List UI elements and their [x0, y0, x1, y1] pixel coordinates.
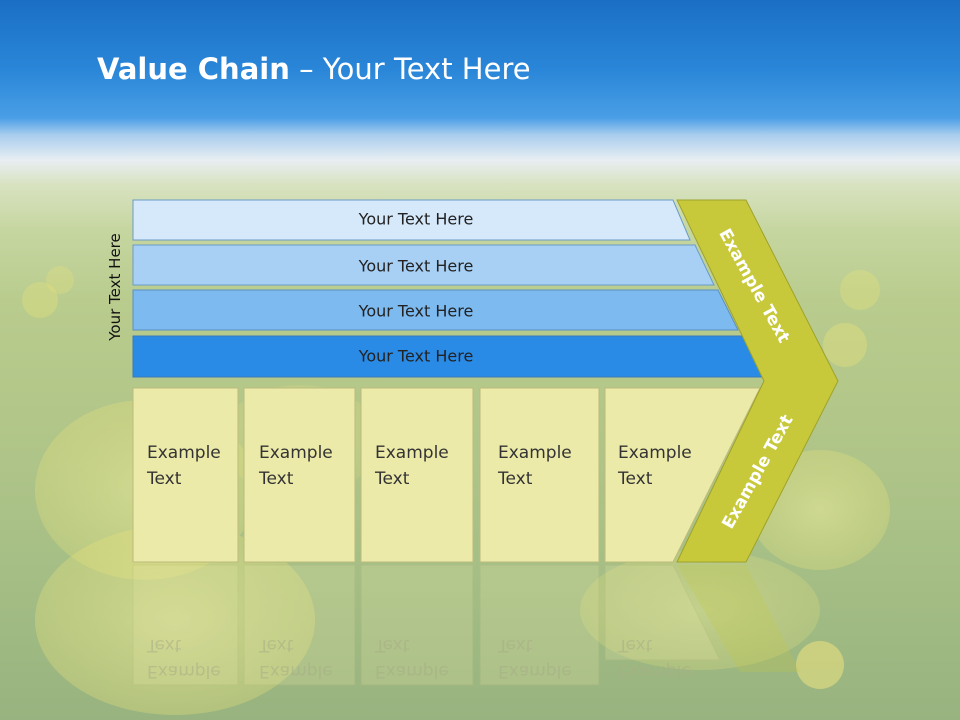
band-2 — [132, 244, 715, 286]
band-1 — [132, 199, 691, 241]
title-bold: Value Chain — [97, 52, 290, 86]
box-reflection — [360, 564, 474, 686]
flower-dot — [796, 641, 844, 689]
box-1-label: Example Text — [147, 443, 221, 489]
box-1-reflection-text: Example Text — [147, 635, 221, 681]
title-rest: – Your Text Here — [289, 52, 531, 86]
chevron-arrow — [676, 199, 839, 563]
box-2 — [243, 387, 356, 563]
box-reflection — [479, 564, 600, 686]
flower-dot — [823, 323, 867, 367]
box-2-reflection-text: Example Text — [259, 635, 333, 681]
box-4-reflection-text: Example Text — [498, 635, 572, 681]
box-3-label: Example Text — [375, 443, 449, 489]
box-5-label: Example Text — [618, 443, 692, 489]
flower-dot — [46, 266, 74, 294]
box-reflection — [243, 564, 356, 686]
reflection — [132, 564, 800, 686]
side-label-text: Your Text Here — [106, 233, 124, 341]
band-3 — [132, 289, 739, 331]
flower-dot — [22, 282, 58, 318]
band-2-label: Your Text Here — [358, 256, 474, 276]
box-4 — [479, 387, 600, 563]
chevron-reflection — [677, 565, 800, 672]
flower-dot — [840, 270, 880, 310]
band-1-label: Your Text Here — [358, 209, 474, 229]
flower-petal — [580, 550, 820, 670]
band-3-label: Your Text Here — [358, 301, 474, 321]
flower-petal — [35, 525, 315, 715]
box-3-reflection-text: Example Text — [375, 635, 449, 681]
box-5-reflection-text: Example Text — [618, 635, 692, 681]
box-3 — [360, 387, 474, 563]
box-2-label: Example Text — [259, 443, 333, 489]
box-1 — [132, 387, 239, 563]
band-4-label: Your Text Here — [358, 346, 474, 366]
slide-title: Value Chain – Your Text Here — [97, 52, 531, 86]
box-reflection — [132, 564, 239, 686]
box-reflection — [604, 564, 721, 661]
box-5 — [604, 387, 761, 563]
box-4-label: Example Text — [498, 443, 572, 489]
